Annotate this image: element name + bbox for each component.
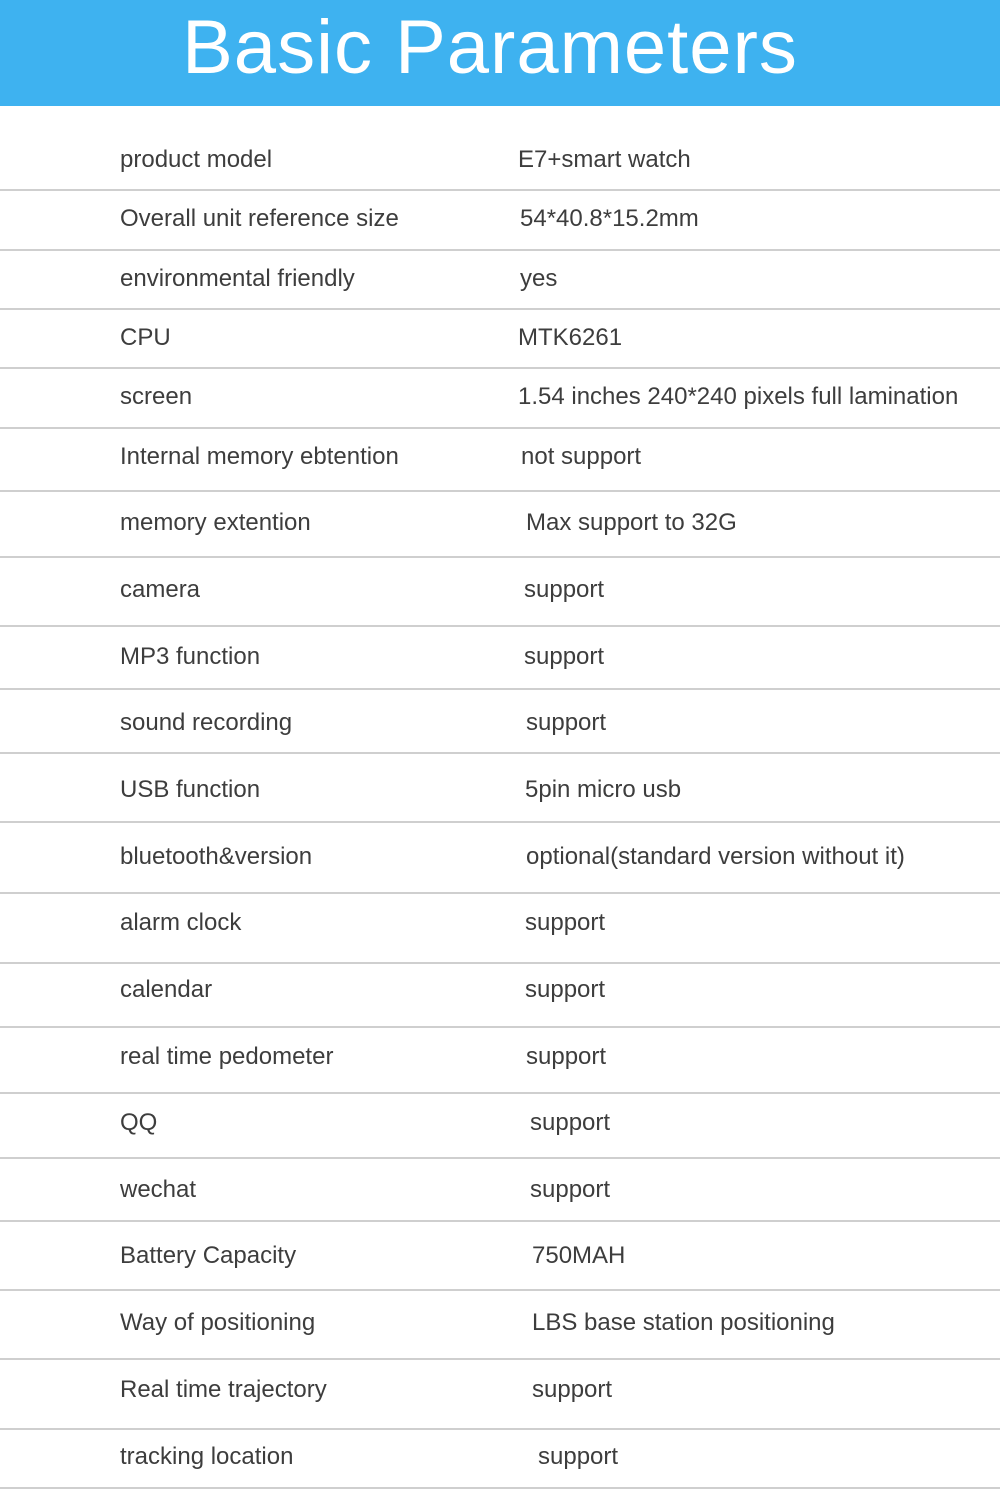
- spec-value: support: [525, 976, 606, 1003]
- table-row: MP3 function support: [0, 627, 1000, 690]
- spec-label: environmental friendly: [120, 265, 355, 292]
- table-row: product model E7+smart watch: [0, 130, 1000, 191]
- spec-label: bluetooth&version: [120, 843, 313, 870]
- spec-value: 1.54 inches 240*240 pixels full laminati…: [518, 383, 959, 410]
- spec-label: QQ: [120, 1109, 158, 1136]
- table-row: screen 1.54 inches 240*240 pixels full la…: [0, 369, 1000, 429]
- table-row: calendar support: [0, 964, 1000, 1028]
- spec-value: support: [526, 709, 607, 736]
- spec-value: support: [524, 576, 605, 603]
- spec-label: Internal memory ebtention: [120, 443, 399, 470]
- spec-value: support: [530, 1109, 611, 1136]
- spec-label: memory extention: [120, 509, 311, 536]
- spec-label: tracking location: [120, 1443, 294, 1470]
- spec-label: MP3 function: [120, 643, 261, 670]
- spec-value: 54*40.8*15.2mm: [520, 205, 699, 232]
- spec-value: yes: [520, 265, 558, 292]
- spec-value: support: [526, 1043, 607, 1070]
- spec-label: camera: [120, 576, 201, 603]
- table-row: Real time trajectory support: [0, 1360, 1000, 1430]
- spec-value: 750MAH: [532, 1242, 626, 1269]
- table-row: CPU MTK6261: [0, 310, 1000, 369]
- spec-label: product model: [120, 146, 273, 173]
- table-row: memory extention Max support to 32G: [0, 492, 1000, 558]
- spec-label: Overall unit reference size: [120, 205, 399, 232]
- header-banner: Basic Parameters: [0, 0, 1000, 106]
- table-row: USB function 5pin micro usb: [0, 754, 1000, 823]
- spec-label: Real time trajectory: [120, 1376, 327, 1403]
- spec-value: E7+smart watch: [518, 146, 691, 173]
- table-row: bluetooth&version optional(standard versi…: [0, 823, 1000, 894]
- spec-label: screen: [120, 383, 193, 410]
- table-row: real time pedometer support: [0, 1028, 1000, 1094]
- spec-label: Battery Capacity: [120, 1242, 297, 1269]
- table-row: tracking location support: [0, 1430, 1000, 1489]
- table-row: Way of positioning LBS base station posit…: [0, 1291, 1000, 1360]
- spec-value: support: [532, 1376, 613, 1403]
- spec-label: real time pedometer: [120, 1043, 334, 1070]
- spec-value: support: [530, 1176, 611, 1203]
- spec-label: alarm clock: [120, 909, 242, 936]
- table-row: Battery Capacity 750MAH: [0, 1222, 1000, 1291]
- spec-value: Max support to 32G: [526, 509, 737, 536]
- spec-value: support: [538, 1443, 619, 1470]
- spec-value: optional(standard version without it): [526, 843, 905, 870]
- table-row: Overall unit reference size 54*40.8*15.2m…: [0, 191, 1000, 251]
- table-row: environmental friendly yes: [0, 251, 1000, 310]
- table-row: camera support: [0, 558, 1000, 627]
- table-row: QQ support: [0, 1094, 1000, 1159]
- spec-label: CPU: [120, 324, 171, 351]
- table-row: Internal memory ebtention not support: [0, 429, 1000, 492]
- spec-value: support: [524, 643, 605, 670]
- spec-value: not support: [521, 443, 642, 470]
- table-row: alarm clock support: [0, 894, 1000, 964]
- spec-label: sound recording: [120, 709, 293, 736]
- spec-label: USB function: [120, 776, 261, 803]
- spec-label: wechat: [120, 1176, 197, 1203]
- spec-value: 5pin micro usb: [525, 776, 682, 803]
- spec-value: LBS base station positioning: [532, 1309, 835, 1336]
- spec-label: calendar: [120, 976, 213, 1003]
- table-row: sound recording support: [0, 690, 1000, 754]
- spec-value: MTK6261: [518, 324, 623, 351]
- page-title: Basic Parameters: [182, 5, 798, 90]
- spec-label: Way of positioning: [120, 1309, 316, 1336]
- table-row: wechat support: [0, 1159, 1000, 1222]
- spec-value: support: [525, 909, 606, 936]
